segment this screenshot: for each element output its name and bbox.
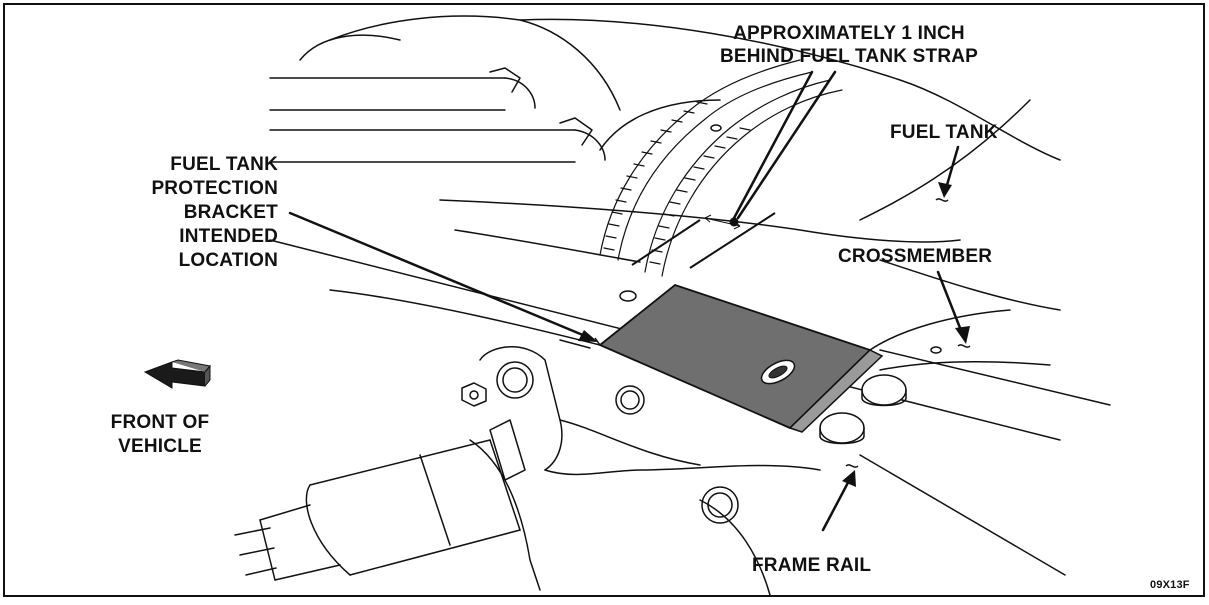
front-label-line1: FRONT OF: [110, 412, 210, 433]
nut: [461, 382, 487, 407]
fuel-tank-outline: [439, 18, 1061, 263]
bracket-label-line2: PROTECTION: [151, 178, 278, 199]
fuel-hoses: [269, 15, 621, 163]
fuel-tank-strap: [599, 59, 843, 277]
bracket-label-line1: FUEL TANK: [170, 154, 278, 175]
arrowhead-bracket: [578, 330, 598, 342]
arrowhead-crossmember: [955, 326, 970, 344]
bracket-label-line3: BRACKET: [183, 202, 278, 223]
approx-label-line1: APPROXIMATELY 1 INCH: [733, 23, 965, 44]
suspension-bracket: [469, 346, 821, 596]
front-label-line2: VEHICLE: [118, 436, 202, 457]
leader-approx: [736, 70, 837, 220]
leader-approx: [731, 70, 814, 222]
shock-absorber: [234, 419, 526, 581]
approx-label-line2: BEHIND FUEL TANK STRAP: [719, 46, 979, 67]
frame-rail-label: FRAME RAIL: [752, 555, 872, 576]
bracket-label-line4: INTENDED: [179, 226, 278, 247]
bracket-label-line5: LOCATION: [178, 250, 278, 271]
figure-code: 09X13F: [1150, 579, 1190, 591]
arrowhead-fuel-tank: [938, 182, 952, 198]
leader-bracket: [288, 211, 592, 340]
arrowhead-frame-rail: [842, 470, 856, 487]
frame-plug: [861, 374, 907, 406]
fuel-tank-label: FUEL TANK: [890, 122, 998, 143]
leader-frame-rail: [821, 473, 854, 532]
crossmember: [869, 259, 1061, 371]
crossmember-label: CROSSMEMBER: [838, 246, 993, 267]
protection-bracket: [594, 283, 884, 433]
frame-plug: [819, 412, 865, 444]
figure-border: [3, 3, 1205, 597]
front-arrow-icon: [143, 359, 211, 389]
leader-crossmember: [936, 270, 966, 340]
offset-dimension: [631, 212, 776, 269]
